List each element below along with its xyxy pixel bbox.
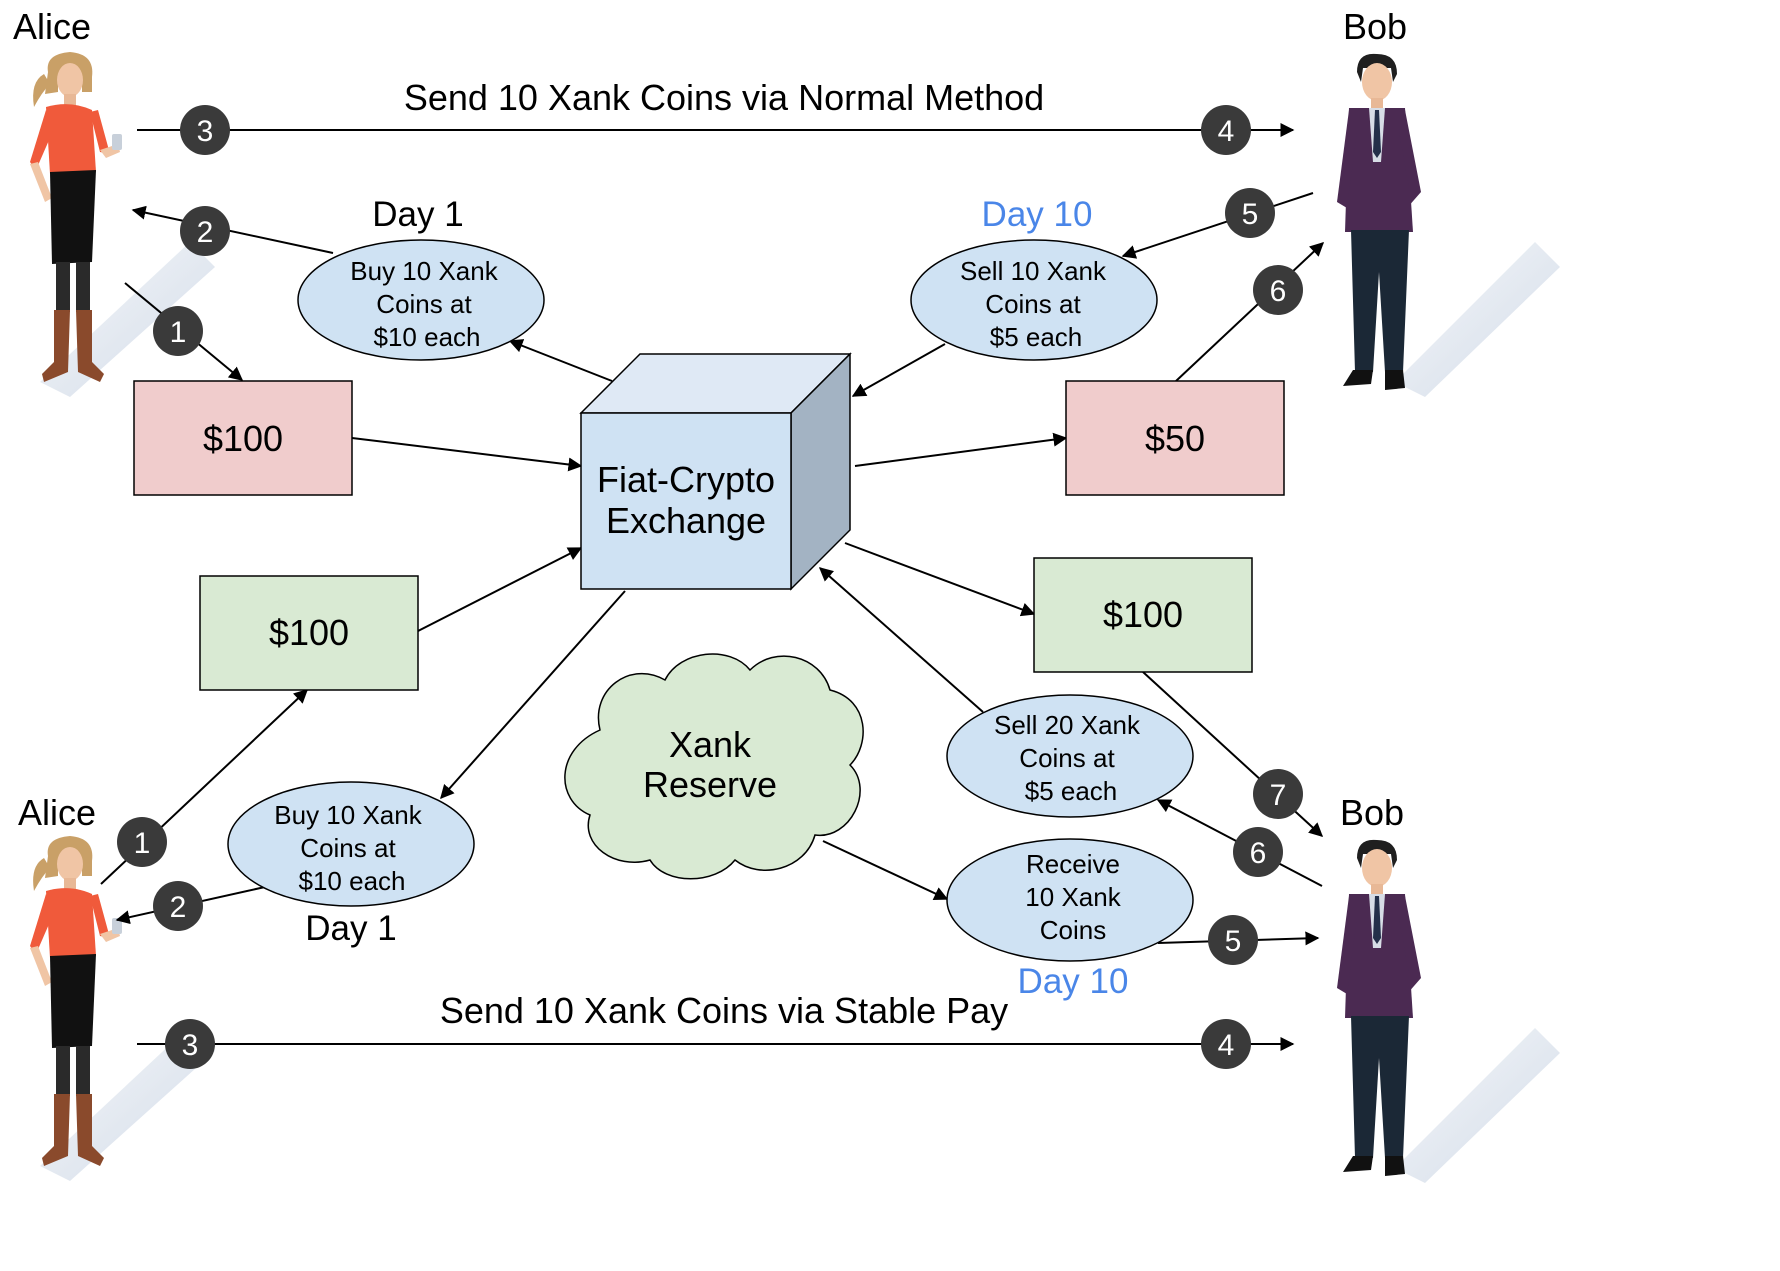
reserve-label-line1: Xank	[669, 724, 752, 765]
alice-bottom-name: Alice	[18, 792, 96, 833]
fiat-crypto-exchange: Fiat-Crypto Exchange	[579, 352, 852, 591]
alice-bottom: Alice	[18, 792, 215, 1181]
step-badge: 3	[180, 105, 230, 155]
top-buy-ellipse: Buy 10 Xank Coins at $10 each	[297, 239, 545, 361]
top-sell-line1: Sell 10 Xank	[960, 256, 1107, 286]
step-badges: 3 4 2 1 5 6 1 2 3 4 7 6 5	[117, 105, 1303, 1069]
bottom-money-left: $100	[199, 575, 419, 691]
exchange-label-line1: Fiat-Crypto	[597, 459, 775, 500]
step-badge-label: 2	[170, 891, 187, 924]
step-badge-label: 1	[170, 316, 187, 349]
step-badge: 6	[1253, 265, 1303, 315]
arrow-top-bob-to-sell	[1121, 192, 1314, 259]
arrow-top-sell-to-exchange	[851, 343, 946, 397]
step-badge-label: 4	[1218, 115, 1235, 148]
top-money-right: $50	[1065, 380, 1285, 496]
bottom-sell-line3: $5 each	[1025, 776, 1118, 806]
step-badge-label: 5	[1225, 925, 1242, 958]
bottom-buy-line3: $10 each	[299, 866, 406, 896]
bottom-day-left: Day 1	[305, 909, 396, 948]
step-badge: 5	[1208, 915, 1258, 965]
bottom-buy-ellipse: Buy 10 Xank Coins at $10 each	[227, 781, 475, 907]
bottom-money-right: $100	[1033, 557, 1253, 673]
step-badge: 4	[1201, 1019, 1251, 1069]
top-day-right: Day 10	[982, 195, 1093, 234]
receive-ellipse: Receive 10 Xank Coins	[946, 838, 1194, 962]
step-badge: 4	[1201, 105, 1251, 155]
step-badge-label: 3	[197, 115, 214, 148]
step-badge: 3	[165, 1019, 215, 1069]
bottom-sell-line1: Sell 20 Xank	[994, 710, 1141, 740]
arrow-bottom-money-to-exchange	[417, 547, 583, 632]
step-badge-label: 4	[1218, 1029, 1235, 1062]
arrow-top-exchange-to-money	[854, 432, 1068, 467]
man-in-suit-icon	[1337, 53, 1560, 398]
bottom-money-left-label: $100	[269, 612, 349, 653]
arrow-bottom-sell-to-exchange	[818, 567, 984, 713]
top-money-right-label: $50	[1145, 418, 1205, 459]
step-badge: 5	[1225, 188, 1275, 238]
step-badge: 2	[153, 881, 203, 931]
top-buy-line1: Buy 10 Xank	[350, 256, 498, 286]
bottom-send-label: Send 10 Xank Coins via Stable Pay	[440, 990, 1008, 1031]
top-day-left: Day 1	[372, 195, 463, 234]
arrows	[100, 123, 1325, 1051]
top-buy-line2: Coins at	[376, 289, 472, 319]
top-money-left-label: $100	[203, 418, 283, 459]
top-send-label: Send 10 Xank Coins via Normal Method	[404, 77, 1044, 118]
arrow-bottom-exchange-to-money	[844, 542, 1036, 617]
step-badge-label: 6	[1270, 275, 1287, 308]
bob-top: Bob	[1337, 6, 1560, 398]
step-badge-label: 2	[197, 216, 214, 249]
step-badge: 6	[1233, 827, 1283, 877]
step-badge: 2	[180, 206, 230, 256]
bottom-money-right-label: $100	[1103, 594, 1183, 635]
arrow-top-money-to-bob	[1175, 242, 1325, 382]
bob-top-name: Bob	[1343, 6, 1407, 47]
top-buy-line3: $10 each	[374, 322, 481, 352]
receive-line3: Coins	[1040, 915, 1106, 945]
reserve-label-line2: Reserve	[643, 764, 777, 805]
man-in-suit-icon	[1337, 839, 1560, 1183]
alice-top-name: Alice	[13, 6, 91, 47]
step-badge: 1	[117, 817, 167, 867]
exchange-label-line2: Exchange	[606, 500, 766, 541]
arrow-reserve-to-receive	[822, 840, 949, 901]
arrow-bottom-exchange-to-buy	[440, 590, 626, 800]
step-badge-label: 7	[1270, 779, 1287, 812]
step-badge: 1	[153, 306, 203, 356]
arrow-top-buy-to-alice	[131, 205, 334, 254]
receive-line1: Receive	[1026, 849, 1120, 879]
bottom-sell-line2: Coins at	[1019, 743, 1115, 773]
bob-bottom: Bob	[1337, 792, 1560, 1183]
top-sell-line2: Coins at	[985, 289, 1081, 319]
bottom-buy-line1: Buy 10 Xank	[274, 800, 422, 830]
bottom-sell-ellipse: Sell 20 Xank Coins at $5 each	[946, 694, 1194, 818]
bottom-buy-line2: Coins at	[300, 833, 396, 863]
step-badge-label: 1	[134, 827, 151, 860]
alice-top: Alice	[13, 6, 215, 397]
top-sell-line3: $5 each	[990, 322, 1083, 352]
receive-line2: 10 Xank	[1025, 882, 1121, 912]
bottom-day-right: Day 10	[1018, 962, 1129, 1001]
xank-reserve-cloud: Xank Reserve	[564, 653, 864, 880]
step-badge-label: 3	[182, 1029, 199, 1062]
top-sell-ellipse: Sell 10 Xank Coins at $5 each	[910, 239, 1158, 361]
top-money-left: $100	[133, 380, 353, 496]
step-badge: 7	[1253, 769, 1303, 819]
arrow-top-money-to-exchange	[351, 437, 583, 472]
step-badge-label: 5	[1242, 198, 1259, 231]
arrow-top-exchange-to-buy	[508, 339, 613, 382]
step-badge-label: 6	[1250, 837, 1267, 870]
bob-bottom-name: Bob	[1340, 792, 1404, 833]
